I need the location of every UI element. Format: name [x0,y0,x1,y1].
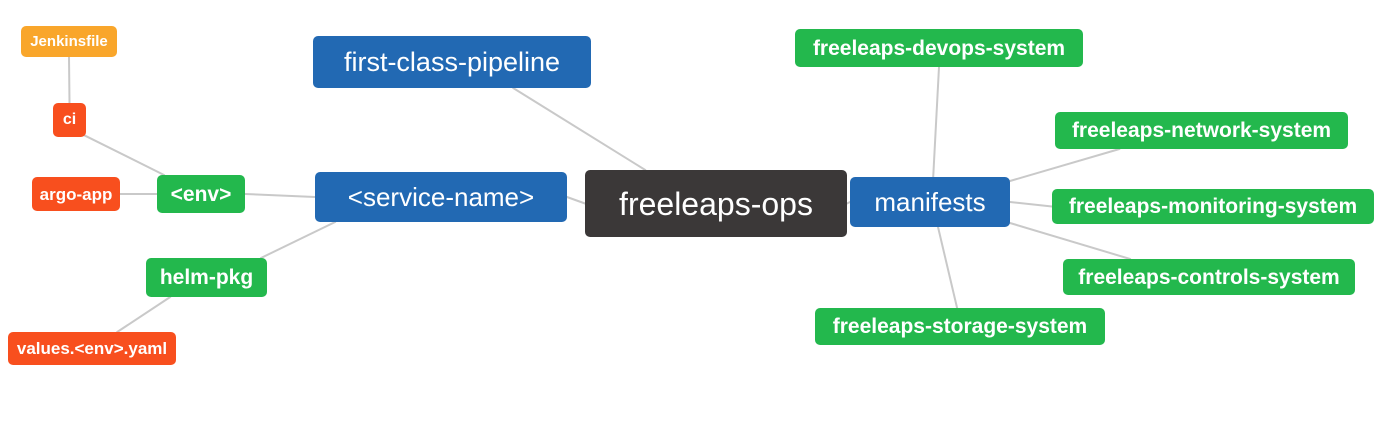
edge-jenkinsfile-ci [68,56,71,104]
mindmap-node-first-class-pipeline[interactable]: first-class-pipeline [313,36,591,88]
mindmap-node-network-system[interactable]: freeleaps-network-system [1055,112,1348,149]
mindmap-node-devops-system[interactable]: freeleaps-devops-system [795,29,1083,67]
mindmap-node-ci[interactable]: ci [53,103,86,137]
mindmap-node-env[interactable]: <env> [157,175,245,213]
mindmap-node-controls-system[interactable]: freeleaps-controls-system [1063,259,1355,295]
edge-manifests-controls-system [1009,222,1132,260]
mindmap-node-helm-pkg[interactable]: helm-pkg [146,258,267,297]
mindmap-node-jenkinsfile[interactable]: Jenkinsfile [21,26,117,57]
mindmap-node-freeleaps-ops[interactable]: freeleaps-ops [585,170,847,237]
edge-manifests-monitoring-system [1009,201,1053,208]
edge-service-name-freeleaps-ops [566,196,586,205]
edge-manifests-network-system [1009,148,1121,182]
edge-helm-pkg-service-name [259,221,337,259]
mindmap-node-service-name[interactable]: <service-name> [315,172,567,222]
edge-env-service-name [244,193,316,198]
mindmap-node-argo-app[interactable]: argo-app [32,177,120,211]
edge-manifests-devops-system [932,66,940,178]
mindmap-node-manifests[interactable]: manifests [850,177,1010,227]
edge-manifests-storage-system [937,226,959,309]
edge-ci-env [83,134,166,176]
edge-freeleaps-ops-manifests [846,201,851,205]
mindmap-node-values-env-yaml[interactable]: values.<env>.yaml [8,332,176,365]
edge-first-class-pipeline-freeleaps-ops [512,87,647,171]
mindmap-node-storage-system[interactable]: freeleaps-storage-system [815,308,1105,345]
mindmap-node-monitoring-system[interactable]: freeleaps-monitoring-system [1052,189,1374,224]
edge-values-env-yaml-helm-pkg [116,296,172,333]
